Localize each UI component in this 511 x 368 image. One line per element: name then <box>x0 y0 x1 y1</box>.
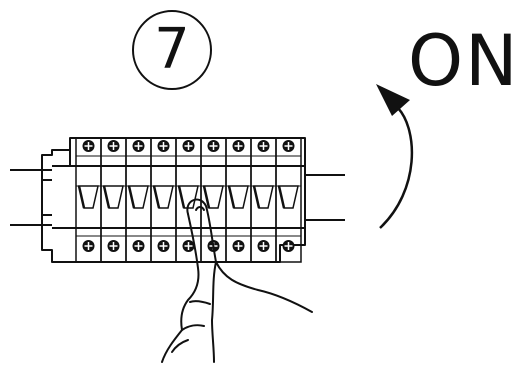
step-number-circle <box>132 10 212 90</box>
hand-icon <box>161 198 313 363</box>
breaker-module <box>100 137 127 263</box>
breaker-modules <box>75 137 302 263</box>
step-number: 7 <box>154 17 190 82</box>
breaker-module <box>125 137 152 263</box>
breaker-module <box>275 137 302 263</box>
breaker-module <box>75 137 102 263</box>
breaker-module <box>250 137 277 263</box>
breaker-module <box>150 137 177 263</box>
on-label: ON <box>408 20 511 102</box>
din-rail <box>10 169 345 226</box>
curved-arrow-icon <box>376 84 414 229</box>
breaker-module <box>225 137 252 263</box>
